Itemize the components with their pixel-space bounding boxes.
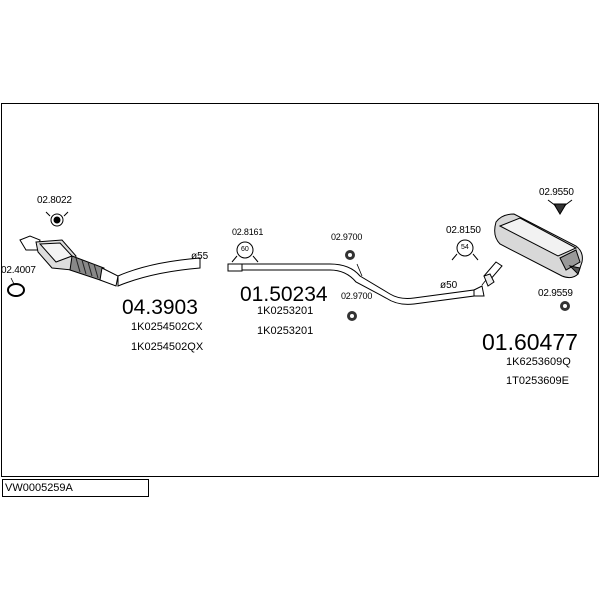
catalytic-converter — [19, 235, 201, 287]
rear-silencer — [483, 213, 583, 287]
hanger-b-icon — [347, 311, 357, 321]
clamp-rear-size: 54 — [461, 244, 469, 251]
diameter-front: ø55 — [191, 251, 209, 262]
rear-oem-2: 1T0253609E — [506, 375, 569, 387]
mount-top-icon — [547, 199, 573, 215]
front-part-number: 04.3903 — [122, 296, 198, 319]
hanger-b-label: 02.9700 — [341, 291, 373, 301]
diagram-border — [1, 103, 599, 477]
middle-part-number: 01.50234 — [240, 283, 328, 306]
clamp-mid-icon — [231, 241, 259, 263]
middle-oem-1: 1K0253201 — [257, 305, 314, 317]
gasket-front-label: 02.4007 — [1, 265, 36, 276]
middle-pipe — [227, 263, 485, 305]
middle-oem-2: 1K0253201 — [257, 325, 314, 337]
diameter-rear: ø50 — [440, 280, 458, 291]
mount-bottom-label: 02.9559 — [538, 288, 573, 299]
clamp-rear-icon — [451, 239, 479, 261]
clamp-mid-label: 02.8161 — [232, 227, 264, 237]
front-oem-2: 1K0254502QX — [131, 341, 204, 353]
mount-bottom-icon — [560, 301, 570, 311]
diagram-id-box: VW0005259A — [2, 479, 149, 497]
hanger-a-label: 02.9700 — [331, 232, 363, 242]
rear-oem-1: 1K6253609Q — [506, 356, 571, 368]
rear-part-number: 01.60477 — [482, 329, 578, 355]
mount-top-label: 02.9550 — [539, 187, 574, 198]
gasket-front-icon — [7, 283, 25, 297]
clamp-front-icon — [45, 211, 69, 227]
front-oem-1: 1K0254502CX — [131, 321, 203, 333]
leader-lines — [10, 263, 487, 286]
clamp-front-label: 02.8022 — [37, 195, 72, 206]
clamp-mid-size: 60 — [241, 246, 249, 253]
hanger-a-icon — [345, 250, 355, 260]
clamp-rear-label: 02.8150 — [446, 225, 481, 236]
